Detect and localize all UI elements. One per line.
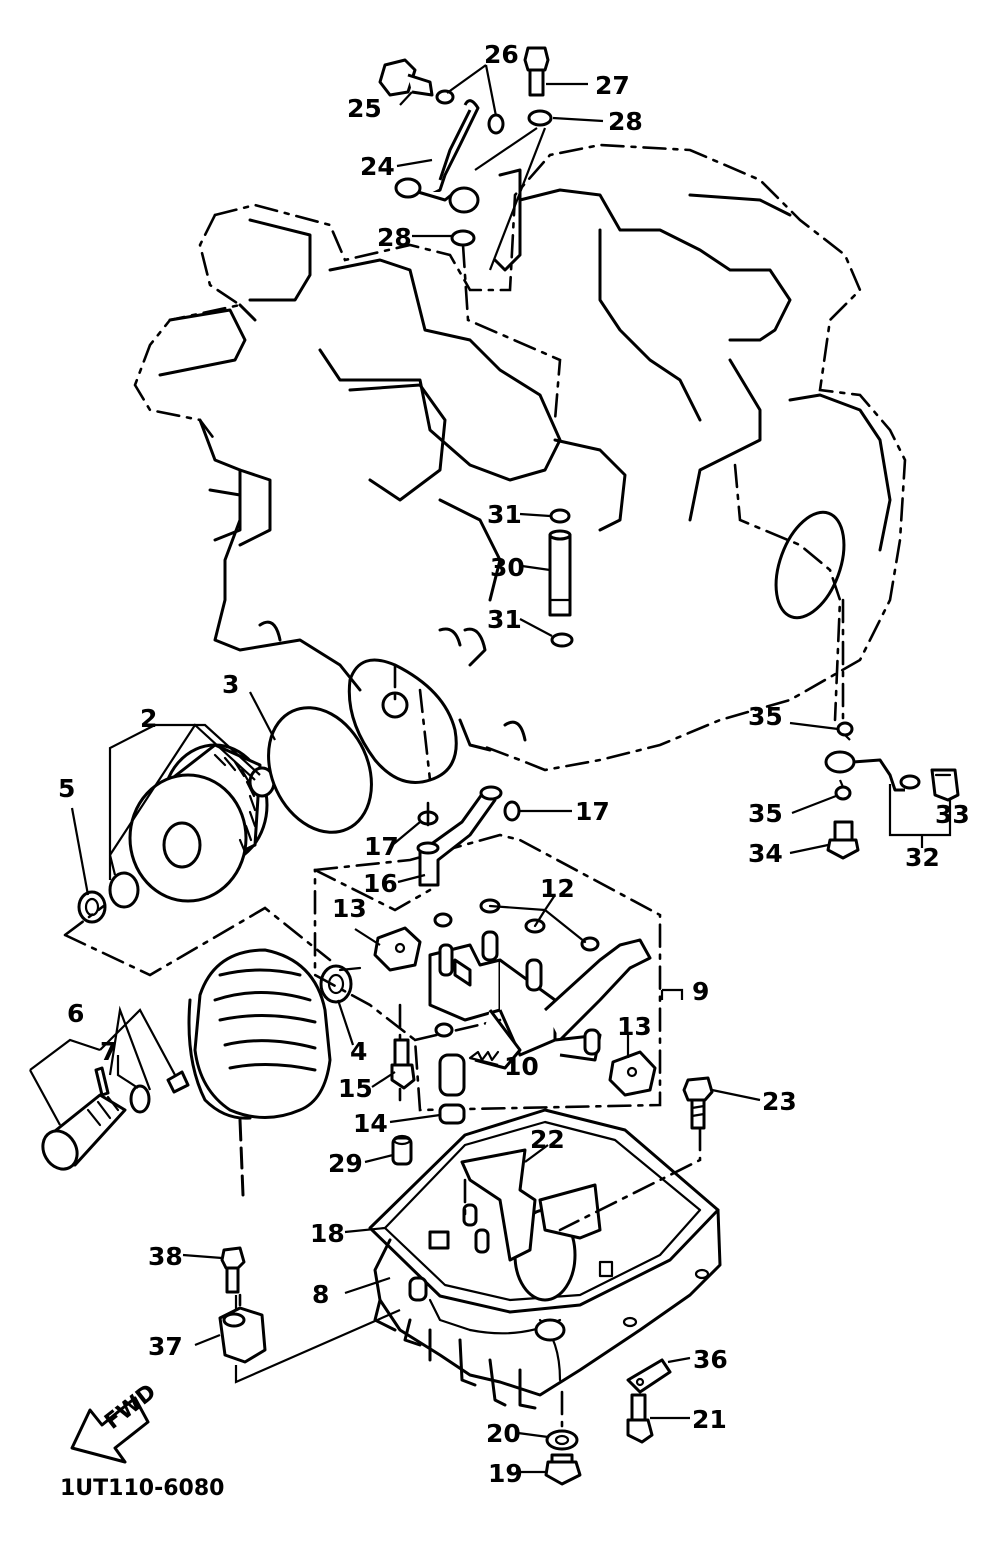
relief-valve xyxy=(438,1053,466,1097)
bolt-15 xyxy=(393,1038,410,1067)
o-ring-3 xyxy=(267,706,373,834)
baffle-plate-22 xyxy=(460,1148,537,1262)
callout-17b: 17 xyxy=(575,797,610,826)
spring-7b xyxy=(166,1070,190,1094)
callout-33: 33 xyxy=(935,800,970,829)
callout-5: 5 xyxy=(58,774,75,803)
callout-15: 15 xyxy=(338,1074,373,1103)
bracket-36 xyxy=(626,1358,672,1394)
callout-13a: 13 xyxy=(332,894,367,923)
oil-filter-cartridge-2 xyxy=(128,743,276,903)
callout-12: 12 xyxy=(540,874,575,903)
washer-5 xyxy=(77,890,107,924)
oil-pressure-switch-assembly xyxy=(824,721,960,860)
callout-24: 24 xyxy=(360,152,395,181)
oil-pipe-24 xyxy=(394,99,480,214)
callout-35b: 35 xyxy=(748,799,783,828)
gasket-26b xyxy=(487,113,505,135)
oil-pan xyxy=(368,1108,722,1410)
callout-6: 6 xyxy=(67,999,84,1028)
engine-case-outline xyxy=(133,143,907,784)
callout-31b: 31 xyxy=(487,605,522,634)
o-ring-12e xyxy=(434,1022,454,1038)
forward-direction-arrow: FWD xyxy=(70,1380,161,1464)
oil-filter-bolt-6 xyxy=(41,1093,127,1171)
callout-32: 32 xyxy=(905,843,940,872)
callout-36: 36 xyxy=(693,1345,728,1374)
bolt-21 xyxy=(626,1393,654,1444)
callout-29: 29 xyxy=(328,1149,363,1178)
callout-28a: 28 xyxy=(608,107,643,136)
bolt-23 xyxy=(682,1076,714,1130)
callout-20: 20 xyxy=(486,1419,521,1448)
gasket-28b xyxy=(450,229,476,247)
o-ring-31a xyxy=(549,508,571,524)
gasket-20 xyxy=(545,1429,579,1451)
callout-8: 8 xyxy=(312,1280,329,1309)
o-ring-35a xyxy=(836,721,854,737)
o-ring-12a xyxy=(433,912,453,928)
part-code: 1UT110-6080 xyxy=(60,1476,224,1501)
callout-31a: 31 xyxy=(487,500,522,529)
oil-filter-cover xyxy=(187,948,332,1197)
callout-2: 2 xyxy=(140,704,157,733)
callout-30: 30 xyxy=(490,553,525,582)
callout-10: 10 xyxy=(504,1052,539,1081)
o-ring-12d xyxy=(580,936,600,952)
gasket-26a xyxy=(435,89,455,105)
oil-level-plate-37 xyxy=(218,1306,267,1364)
o-ring-4 xyxy=(319,964,353,1004)
oil-hose-16 xyxy=(416,785,521,887)
callout-37: 37 xyxy=(148,1332,183,1361)
damper-13a xyxy=(373,926,422,972)
damper-13b xyxy=(608,1050,657,1097)
callout-18: 18 xyxy=(310,1219,345,1248)
oil-delivery-pipe-assembly xyxy=(378,46,562,422)
pan-boss xyxy=(428,1230,450,1250)
callout-16: 16 xyxy=(363,869,398,898)
callout-38: 38 xyxy=(148,1242,183,1271)
drain-bolt-19 xyxy=(544,1453,582,1486)
o-ring-35b xyxy=(834,785,852,801)
callout-4: 4 xyxy=(350,1037,367,1066)
o-ring-17b xyxy=(503,800,521,822)
callout-21: 21 xyxy=(692,1405,727,1434)
callout-7: 7 xyxy=(100,1037,117,1066)
callout-9: 9 xyxy=(692,977,709,1006)
grommet-33 xyxy=(930,768,960,802)
oil-pump-strainer-assembly xyxy=(313,833,662,1125)
o-ring-31b xyxy=(550,632,574,648)
callout-34: 34 xyxy=(748,839,783,868)
gasket-28a xyxy=(527,109,553,127)
callout-17a: 17 xyxy=(364,832,399,861)
callout-13b: 13 xyxy=(617,1012,652,1041)
bolt-38 xyxy=(220,1246,246,1294)
dowel-pin-29 xyxy=(391,1134,413,1166)
callout-3: 3 xyxy=(222,670,239,699)
callout-23: 23 xyxy=(762,1087,797,1116)
spring-pin xyxy=(94,1066,110,1097)
oil-pipe-30 xyxy=(548,508,574,648)
union-bolt-25 xyxy=(378,58,434,97)
callout-27: 27 xyxy=(595,71,630,100)
callout-26: 26 xyxy=(484,40,519,69)
callout-25: 25 xyxy=(347,94,382,123)
callout-22: 22 xyxy=(530,1125,565,1154)
relief-valve-cap-14 xyxy=(438,1103,466,1125)
bolt-34 xyxy=(833,820,854,842)
leader-lines xyxy=(70,64,952,1474)
washer-4-side xyxy=(108,871,140,909)
callout-28b: 28 xyxy=(377,223,412,252)
callout-numbers: 2 3 4 5 6 7 8 9 10 12 13 13 14 15 16 17 … xyxy=(58,40,970,1488)
o-ring-7 xyxy=(129,1084,151,1114)
callout-19: 19 xyxy=(488,1459,523,1488)
callout-14: 14 xyxy=(353,1109,388,1138)
callout-35a: 35 xyxy=(748,702,783,731)
relief-spring-10 xyxy=(468,1050,500,1062)
union-bolt-27 xyxy=(523,46,550,97)
